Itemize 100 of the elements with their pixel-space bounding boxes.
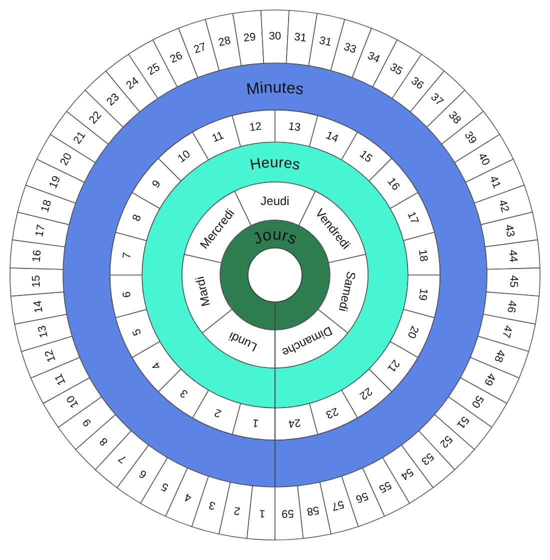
minute-number: 33 [342,40,358,56]
day-name: Jeudi [260,194,290,208]
minute-number: 7 [116,452,129,466]
hour-number: 13 [288,120,302,134]
hour-number: 19 [416,288,430,302]
minute-number: 57 [330,498,346,512]
minute-number: 22 [86,109,104,126]
dial-segment [105,54,158,112]
minute-number: 56 [354,489,370,505]
minute-number: 4 [183,490,194,504]
hour-number: 17 [404,210,421,226]
minute-number: 54 [398,465,416,482]
minute-number: 38 [446,109,464,126]
dial-segment [286,10,318,66]
hour-number: 7 [120,252,134,260]
hour-number: 12 [248,120,262,134]
hour-number: 15 [357,148,374,166]
minute-number: 16 [30,249,44,263]
minute-number: 21 [71,129,88,146]
minute-number: 48 [492,348,508,364]
dial-segment [218,482,253,539]
hour-number: 14 [324,129,340,146]
minute-number: 53 [418,450,436,468]
minute-number: 18 [39,198,54,214]
day-name: Lundi [226,329,260,354]
minute-number: 39 [462,129,479,146]
hour-number: 16 [384,176,402,193]
minute-number: 14 [32,300,46,314]
hour-number: 24 [288,416,302,430]
ring-title: Minutes [246,80,305,99]
dial-segment [484,239,540,270]
minute-number: 3 [208,498,217,512]
minute-number: 58 [306,504,320,518]
minute-number: 8 [98,435,111,448]
minute-number: 25 [146,61,162,78]
hour-number: 1 [252,416,260,430]
dial-segment [434,396,492,450]
minute-number: 30 [268,30,282,42]
dial-segment [274,485,304,540]
day-name: Samedi [336,270,358,313]
dial-segment [232,10,264,66]
minute-number: 29 [242,31,256,44]
minute-number: 13 [36,324,51,339]
minute-number: 42 [496,198,511,214]
dial-segment [308,12,346,71]
minute-number: 31 [318,34,333,50]
minute-number: 11 [52,372,68,388]
ring-title: Jours [250,226,300,248]
hour-number: 18 [416,248,430,262]
dial-segment [191,476,231,534]
minute-number: 28 [217,34,232,50]
hour-number: 21 [384,357,402,374]
minute-number: 9 [80,416,94,428]
minute-number: 26 [168,50,184,66]
minute-number: 50 [468,393,486,410]
dial-segment [478,314,536,352]
minute-number: 35 [388,61,404,78]
hour-number: 22 [357,384,374,402]
dial-segment [116,444,168,504]
minute-number: 10 [64,393,82,410]
minute-number: 59 [281,506,294,520]
dial-segment [10,239,66,270]
hour-number: 9 [150,178,164,190]
hour-number: 5 [130,326,144,338]
minute-number: 47 [499,324,514,339]
minute-number: 51 [454,414,472,431]
dial-segment [204,12,242,71]
minute-number: 36 [408,75,426,92]
hour-number: 2 [212,406,224,420]
minute-number: 44 [506,249,520,263]
dial-segment [12,212,70,248]
minute-number: 24 [124,75,142,92]
dial-segment [392,54,445,112]
minute-number: 19 [47,174,64,190]
minute-number: 43 [502,224,516,238]
minute-number: 20 [58,151,75,168]
hour-number: 6 [120,290,134,298]
minute-number: 34 [366,50,382,66]
minute-number: 12 [42,348,58,364]
ring-title: Heures [248,154,302,174]
hour-number: 8 [130,212,144,224]
hour-number: 11 [210,130,226,146]
minute-number: 52 [437,432,454,450]
dial-segment [480,212,538,248]
dial-segment [58,396,116,450]
hour-number: 10 [176,148,193,166]
minute-number: 49 [481,371,498,388]
minute-number: 40 [475,151,492,168]
hour-number: 23 [324,404,340,421]
hour-number: 4 [150,360,164,372]
minute-number: 6 [137,467,150,480]
dial-segment [10,292,68,324]
hour-number: 20 [404,324,421,340]
minute-number: 5 [160,480,171,494]
hour-number: 3 [178,386,190,400]
minute-number: 41 [486,174,503,190]
day-name: Mardi [192,275,214,308]
dial-segment [441,110,500,163]
minute-number: 17 [34,224,48,238]
minute-number: 27 [192,40,208,56]
